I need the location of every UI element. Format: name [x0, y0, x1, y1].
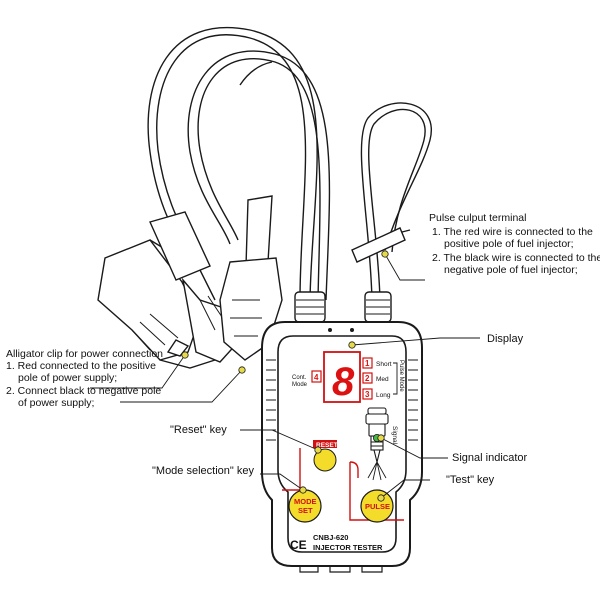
alligator-line2b: of power supply; — [18, 397, 95, 409]
power-cable-loop — [147, 26, 331, 301]
svg-text:PULSE: PULSE — [365, 502, 390, 511]
svg-text:RESET: RESET — [316, 442, 338, 449]
mode-box-1: 1 Short — [362, 357, 392, 369]
leader-lines — [90, 253, 480, 499]
svg-text:MODE: MODE — [294, 497, 317, 506]
seven-segment-digit: 8 — [332, 360, 355, 404]
pulse-output-cable — [351, 102, 432, 301]
ce-mark: CE — [290, 538, 307, 552]
alligator-line1b: pole of power supply; — [18, 372, 118, 384]
pulse-output-line1b: positive pole of fuel injector; — [444, 238, 574, 250]
mode-set-button[interactable]: MODE SET — [288, 489, 322, 523]
svg-text:Short: Short — [376, 361, 392, 368]
pulse-mode-bracket — [393, 362, 398, 395]
pulse-output-title: Pulse culput terminal — [429, 212, 527, 224]
screw-dot — [328, 328, 332, 332]
alligator-line2a: 2. Connect black to negative pole — [6, 385, 162, 397]
svg-text:SET: SET — [298, 506, 313, 515]
reset-button[interactable]: RESET — [313, 440, 338, 472]
svg-text:3: 3 — [365, 390, 370, 399]
pulse-output-line2b: negative pole of fuel injector; — [444, 264, 578, 276]
svg-text:4: 4 — [314, 373, 319, 382]
product-name: INJECTOR TESTER — [313, 543, 383, 552]
cont-mode-label-1: Cont. — [292, 375, 307, 381]
alligator-clips — [97, 195, 283, 369]
svg-text:2: 2 — [365, 374, 370, 383]
alligator-title: Alligator clip for power connection — [6, 348, 163, 360]
signal-label: Signal — [391, 426, 398, 445]
callout-markers — [181, 250, 389, 502]
pulse-mode-label: Pulse Mode — [398, 360, 404, 392]
pulse-button[interactable]: PULSE — [360, 489, 394, 523]
model-number: CNBJ-620 — [313, 533, 348, 542]
pulse-output-line2a: 2. The black wire is connected to the — [432, 252, 600, 264]
test-key-label: "Test" key — [446, 474, 495, 486]
reset-key-label: "Reset" key — [170, 424, 227, 436]
signal-indicator-label: Signal indicator — [452, 452, 528, 464]
pulse-output-line1a: 1. The red wire is connected to the — [432, 226, 593, 238]
svg-text:Med: Med — [376, 376, 389, 383]
svg-text:1: 1 — [365, 359, 370, 368]
display-frame: 8 — [323, 351, 361, 404]
mode-selection-key-label: "Mode selection" key — [152, 465, 254, 477]
display-label: Display — [487, 333, 524, 345]
svg-text:Long: Long — [376, 392, 391, 399]
mode-box-4: 4 — [311, 370, 322, 383]
pulse-button-frame — [349, 461, 404, 521]
screw-dot — [350, 328, 354, 332]
cont-mode-label-2: Mode — [292, 382, 308, 388]
mode-box-2: 2 Med — [362, 372, 389, 384]
mode-box-3: 3 Long — [362, 388, 391, 400]
alligator-line1a: 1. Red connected to the positive — [6, 360, 157, 372]
